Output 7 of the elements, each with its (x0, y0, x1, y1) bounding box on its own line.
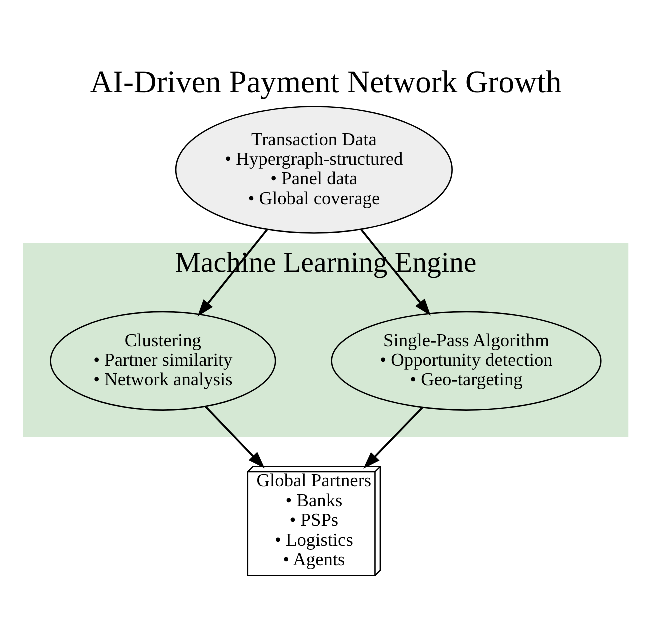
node-ellipse: Clustering • Partner similarity • Network analysis (50, 310, 276, 410)
arrow (204, 406, 265, 468)
arrow (360, 228, 431, 316)
node-ellipse: Transaction Data • Hypergraph-structured • Panel data • Global coverage (175, 106, 453, 234)
arrow (364, 406, 424, 468)
node-ellipse: Single-Pass Algorithm • Opportunity detection • Geo-targeting (331, 310, 602, 410)
diagram-title: AI-Driven Payment Network Growth (90, 64, 562, 100)
